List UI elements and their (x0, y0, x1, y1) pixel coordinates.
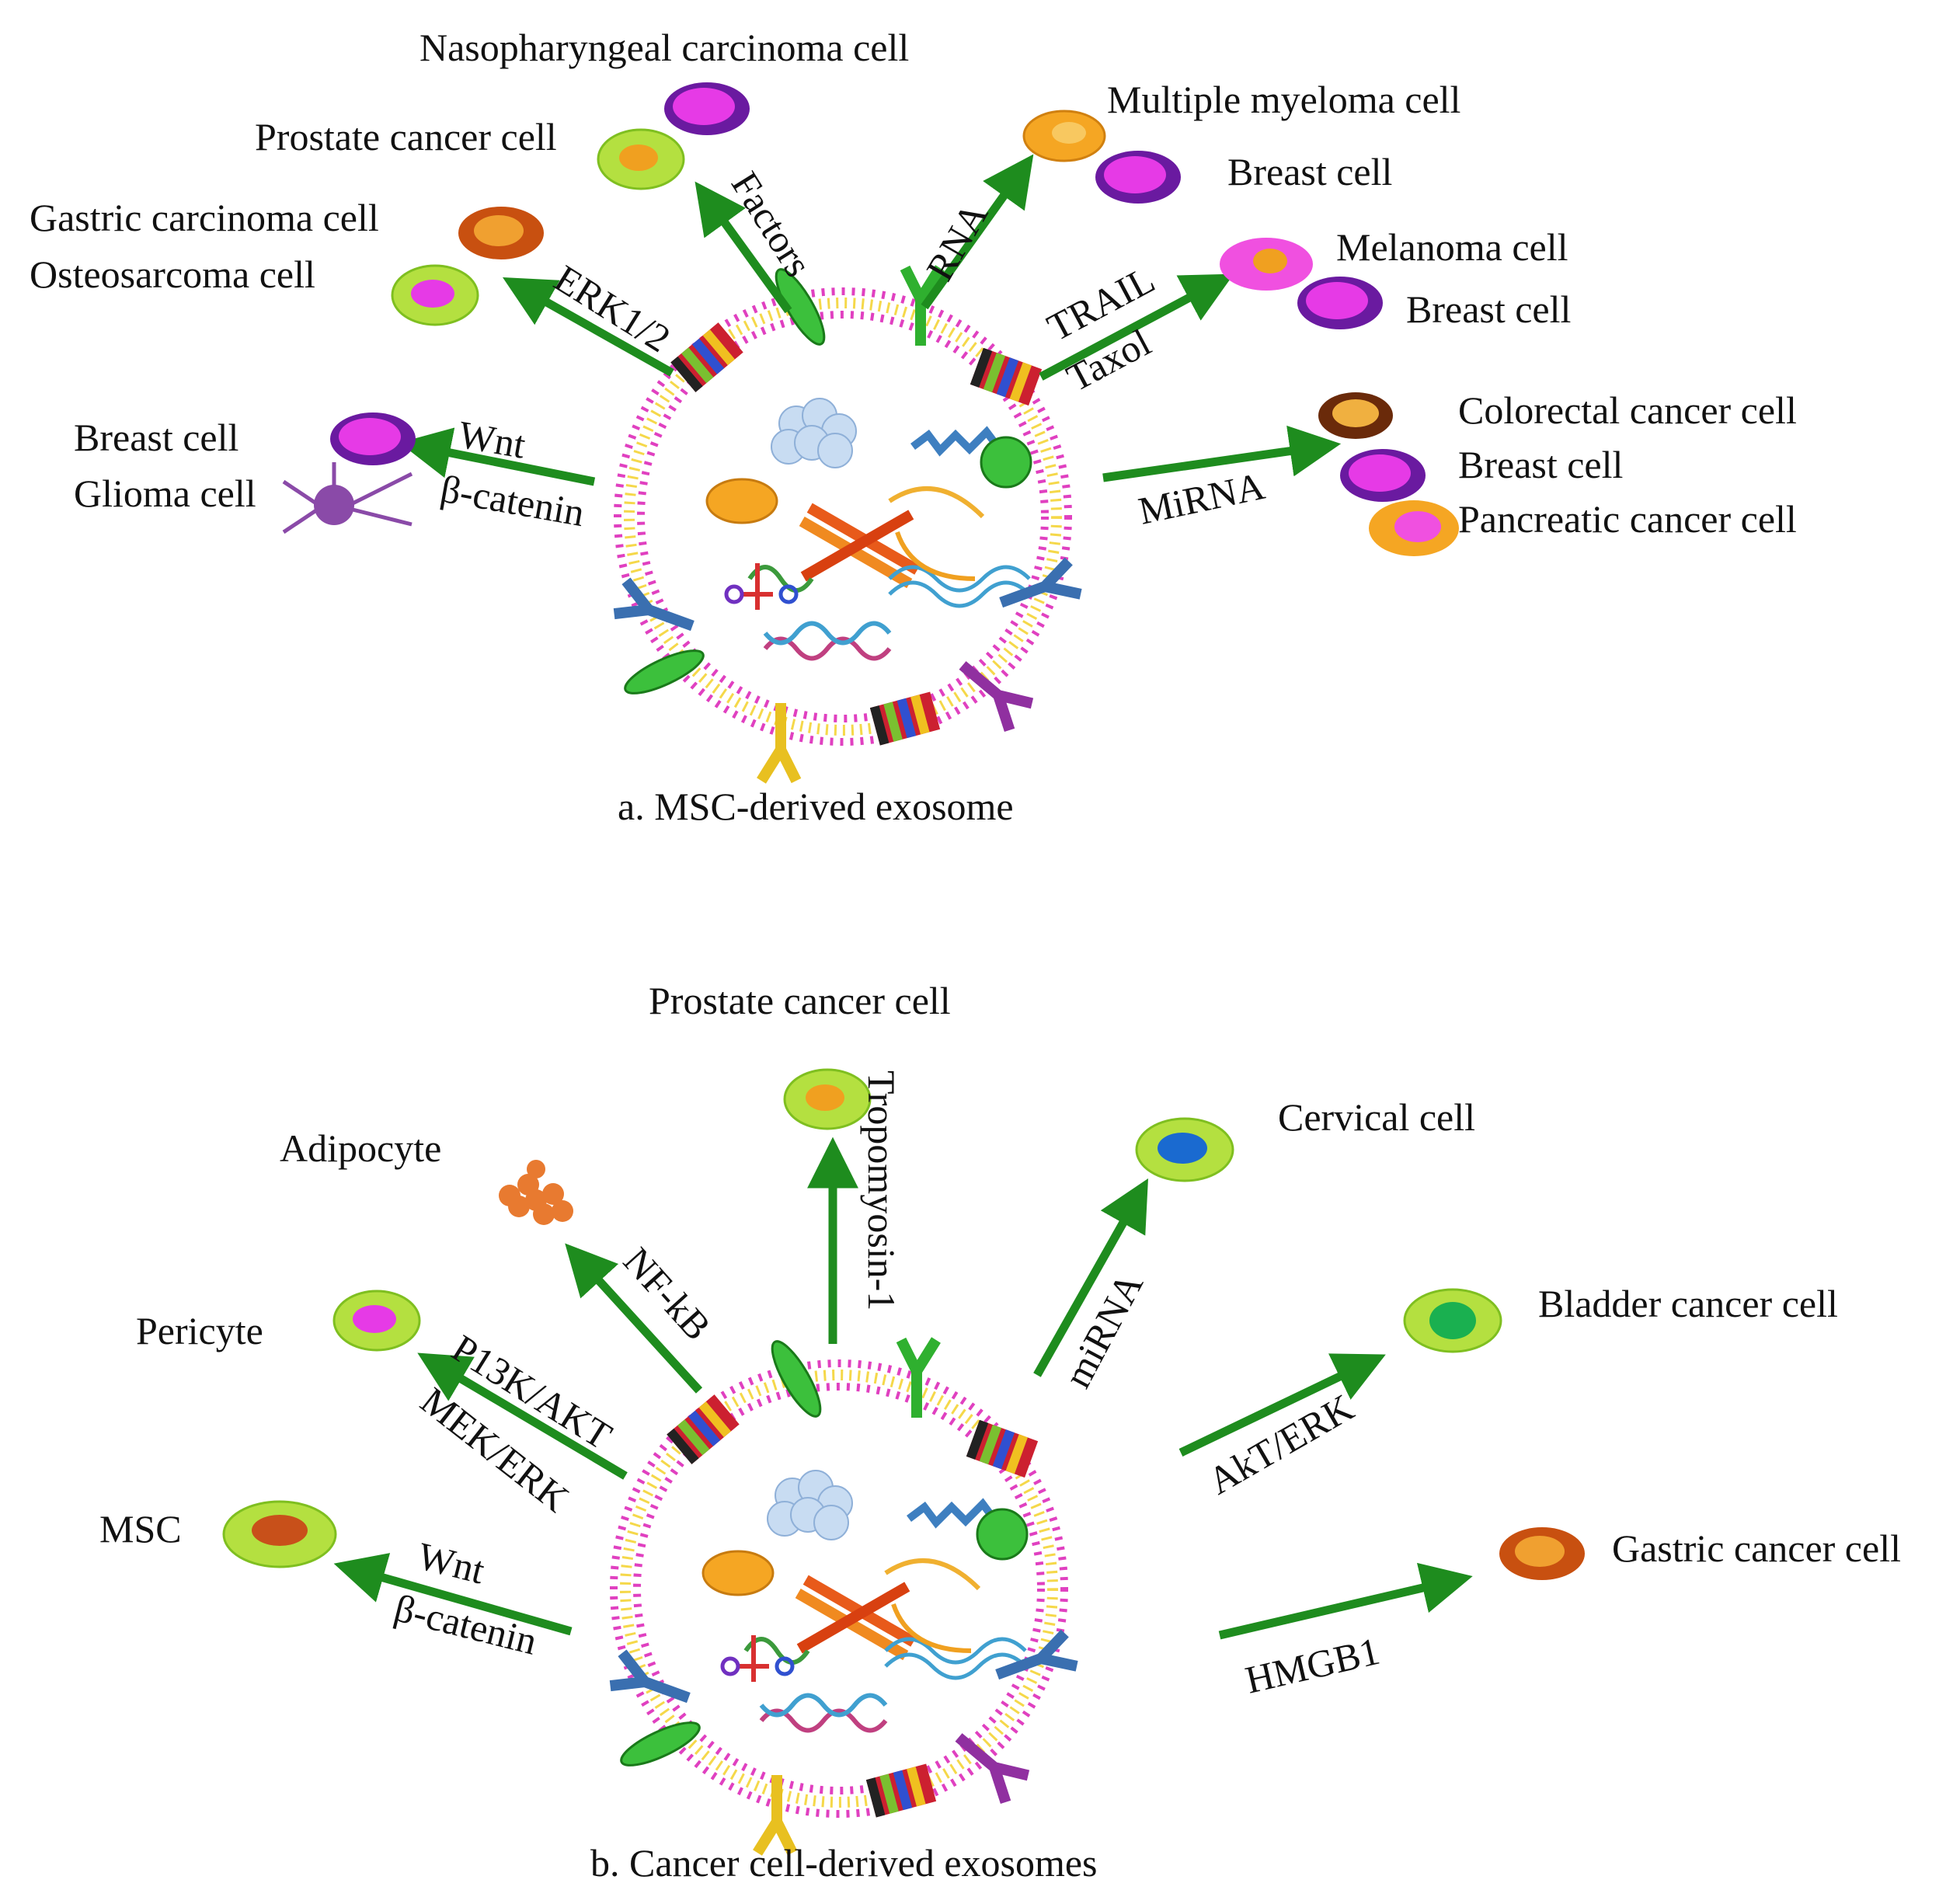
label-wnt-b: Wnt (413, 1533, 489, 1592)
label-colorectal: Colorectal cancer cell (1458, 388, 1797, 432)
arrow-factors (695, 181, 792, 314)
label-glioma: Glioma cell (74, 472, 256, 515)
arrow-trail (1039, 273, 1234, 381)
label-factors: Factors (723, 164, 820, 284)
label-myeloma: Multiple myeloma cell (1107, 78, 1460, 121)
label-msc: MSC (99, 1507, 182, 1551)
panel-b: Prostate cancer cell Adipocyte Cervical … (99, 979, 1901, 1885)
arrow-pi3k (417, 1352, 628, 1480)
label-breast-right: Breast cell (1458, 443, 1623, 486)
label-prostate-a: Prostate cancer cell (255, 115, 557, 158)
label-nasopharyngeal: Nasopharyngeal carcinoma cell (420, 26, 909, 69)
arrow-akt (1178, 1353, 1386, 1457)
prostate-cell-icon (597, 128, 685, 190)
gastric-cell-b-icon (1499, 1527, 1585, 1580)
label-hmgb1: HMGB1 (1241, 1629, 1384, 1702)
label-adipocyte: Adipocyte (280, 1126, 441, 1170)
label-rna: RNA (917, 195, 996, 287)
label-mirna-b: miRNA (1055, 1265, 1151, 1394)
label-bladder: Bladder cancer cell (1538, 1282, 1838, 1325)
label-cervical: Cervical cell (1278, 1095, 1475, 1139)
label-gastric-a: Gastric carcinoma cell (30, 196, 379, 239)
colorectal-cell-icon (1318, 392, 1393, 439)
label-nfkb: NF-kB (615, 1239, 720, 1349)
breast-cell-left-icon (330, 412, 416, 465)
label-breast-mid: Breast cell (1406, 287, 1571, 331)
prostate-cell-b-icon (783, 1068, 872, 1130)
caption-b: b. Cancer cell-derived exosomes (590, 1841, 1098, 1885)
gastric-cell-icon (458, 207, 544, 259)
label-melanoma: Melanoma cell (1336, 225, 1568, 269)
label-osteosarcoma: Osteosarcoma cell (30, 252, 315, 296)
label-pancreatic: Pancreatic cancer cell (1458, 497, 1797, 541)
msc-exosome-vesicle (614, 263, 1081, 781)
arrow-wnt (399, 427, 596, 486)
label-gastric-b: Gastric cancer cell (1612, 1526, 1901, 1570)
osteosarcoma-cell-icon (391, 264, 479, 326)
arrow-mirna-a (1102, 425, 1342, 482)
arrow-hmgb1 (1218, 1562, 1473, 1640)
label-pericyte: Pericyte (136, 1309, 263, 1352)
label-prostate-b: Prostate cancer cell (649, 979, 951, 1022)
label-erk: ERK1/2 (547, 256, 678, 360)
glioma-cell-icon (282, 462, 413, 534)
label-tropomyosin: Tropomyosin-1 (860, 1070, 903, 1311)
caption-a: a. MSC-derived exosome (618, 785, 1014, 828)
breast-cell-mid-icon (1297, 277, 1383, 329)
arrow-wnt-b (333, 1553, 573, 1636)
arrow-rna (921, 154, 1034, 310)
arrow-mirna-b (1033, 1178, 1148, 1377)
arrow-erk (503, 277, 674, 377)
cervical-cell-icon (1135, 1117, 1234, 1182)
nasopharyngeal-cell-icon (664, 82, 750, 135)
myeloma-cell-icon (1022, 110, 1106, 162)
bladder-cell-icon (1403, 1288, 1502, 1353)
label-breast-top: Breast cell (1227, 150, 1392, 193)
breast-cell-right-icon (1340, 449, 1426, 502)
pericyte-icon (332, 1290, 421, 1352)
arrow-nfkb (565, 1243, 703, 1394)
pancreatic-cell-icon (1369, 500, 1459, 556)
cancer-exosome-vesicle (611, 1335, 1077, 1853)
breast-cell-top-icon (1095, 151, 1181, 204)
melanoma-cell-icon (1220, 238, 1313, 291)
adipocyte-icon (499, 1160, 573, 1225)
panel-a: Nasopharyngeal carcinoma cell Prostate c… (30, 26, 1797, 828)
msc-icon (222, 1500, 337, 1568)
label-breast-left: Breast cell (74, 416, 238, 459)
